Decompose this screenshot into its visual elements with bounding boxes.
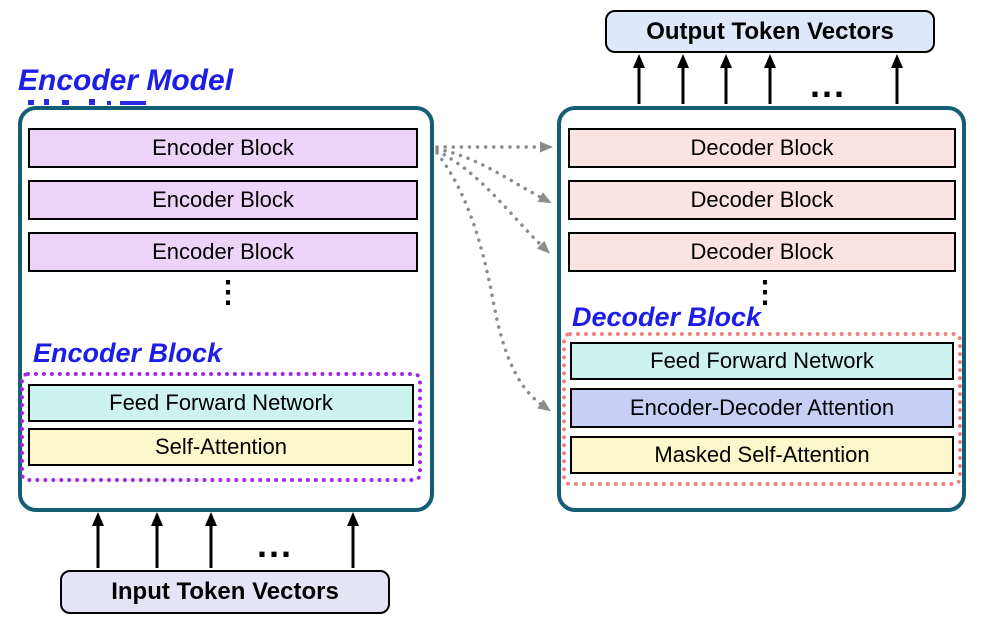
output-arrows (633, 54, 903, 104)
decoder-output-ellipsis: ... (809, 64, 846, 105)
decoder-block-1: Decoder Block (568, 128, 956, 168)
input-token-vectors-box: Input Token Vectors (60, 570, 390, 614)
output-token-vectors-box: Output Token Vectors (605, 10, 935, 53)
cross-attention-arrows (435, 141, 553, 412)
decoder-block-3: Decoder Block (568, 232, 956, 272)
encoder-block-3: Encoder Block (28, 232, 418, 272)
decoder-block-detail-title: Decoder Block (572, 302, 762, 332)
encoder-feed-forward-network-box: Feed Forward Network (28, 384, 414, 422)
decoder-block-2: Decoder Block (568, 180, 956, 220)
input-arrows (92, 512, 359, 568)
encoder-detail-dotted-box (20, 372, 422, 482)
encoder-block-detail-title: Encoder Block (33, 338, 223, 368)
decoder-detail-dotted-box (562, 332, 962, 486)
decoder-stack-ellipsis: ⋮ (750, 276, 780, 309)
encoder-block-1: Encoder Block (28, 128, 418, 168)
encoder-stack-ellipsis: ⋮ (213, 276, 243, 309)
encoder-decoder-attention-box: Encoder-Decoder Attention (570, 388, 954, 428)
encoder-model-title: Encoder Model (18, 64, 234, 97)
decoder-feed-forward-network-box: Feed Forward Network (570, 342, 954, 380)
masked-self-attention-box: Masked Self-Attention (570, 436, 954, 474)
encoder-block-2: Encoder Block (28, 180, 418, 220)
encoder-input-ellipsis: ... (256, 524, 293, 565)
encoder-self-attention-box: Self-Attention (28, 428, 414, 466)
